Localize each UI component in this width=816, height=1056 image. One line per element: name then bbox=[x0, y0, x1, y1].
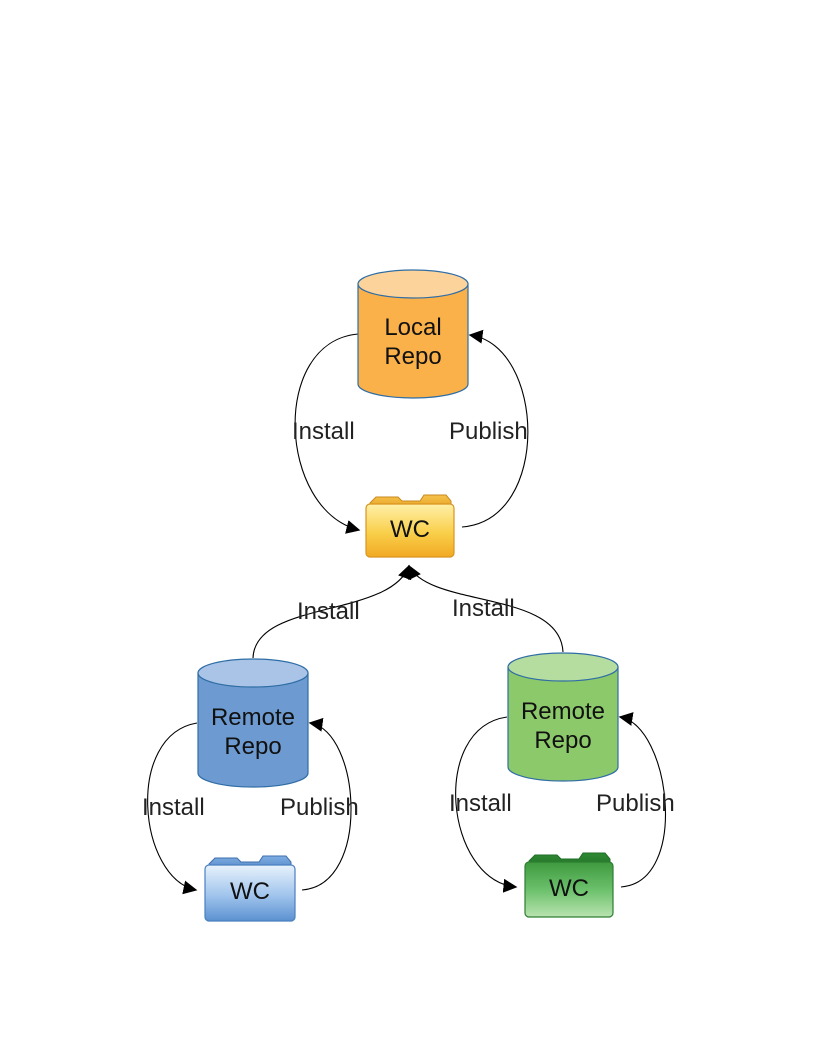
edge-left-install bbox=[147, 722, 198, 895]
remote-repo-blue-cylinder-top bbox=[197, 658, 309, 688]
wc-top-folder-icon bbox=[365, 503, 455, 558]
local-repo-cylinder-top bbox=[357, 269, 469, 299]
label-left-publish: Publish bbox=[280, 794, 359, 821]
wc-right-folder[interactable]: WC bbox=[524, 852, 614, 918]
remote-repo-green-label-line2: Repo bbox=[534, 727, 591, 754]
wc-top-label: WC bbox=[390, 516, 430, 543]
edge-left-publish bbox=[301, 717, 352, 891]
wc-right-folder-icon bbox=[524, 861, 614, 918]
edge-right-up-install bbox=[408, 564, 564, 653]
wc-top-folder[interactable]: WC bbox=[365, 494, 455, 558]
wc-left-folder-icon bbox=[204, 864, 296, 922]
label-right-publish: Publish bbox=[596, 790, 675, 817]
label-top-install: Install bbox=[292, 418, 355, 445]
remote-repo-green-cylinder-top bbox=[507, 652, 619, 682]
label-top-publish: Publish bbox=[449, 418, 528, 445]
label-right-install: Install bbox=[449, 790, 512, 817]
remote-repo-blue-node[interactable]: Remote Repo bbox=[197, 658, 309, 788]
remote-repo-green-cylinder-body bbox=[507, 666, 619, 782]
label-left-up-install: Install bbox=[297, 598, 360, 625]
wc-left-folder[interactable]: WC bbox=[204, 855, 296, 922]
remote-repo-blue-label-line1: Remote bbox=[211, 704, 295, 731]
label-right-up-install: Install bbox=[452, 595, 515, 622]
wc-right-label: WC bbox=[549, 875, 589, 902]
remote-repo-green-label-line1: Remote bbox=[521, 698, 605, 725]
edge-left-up-install bbox=[252, 564, 412, 659]
edge-top-publish bbox=[461, 329, 529, 528]
edge-right-install bbox=[455, 716, 518, 893]
remote-repo-blue-cylinder-body bbox=[197, 672, 309, 788]
local-repo-label-line2: Repo bbox=[384, 343, 441, 370]
local-repo-node[interactable]: Local Repo bbox=[357, 269, 469, 399]
remote-repo-blue-label-line2: Repo bbox=[224, 733, 281, 760]
label-left-install: Install bbox=[142, 794, 205, 821]
remote-repo-green-node[interactable]: Remote Repo bbox=[507, 652, 619, 782]
edge-top-install bbox=[294, 333, 361, 534]
edge-right-publish bbox=[618, 712, 666, 888]
wc-left-label: WC bbox=[230, 878, 270, 905]
local-repo-cylinder-body bbox=[357, 283, 469, 399]
local-repo-label-line1: Local bbox=[384, 314, 441, 341]
